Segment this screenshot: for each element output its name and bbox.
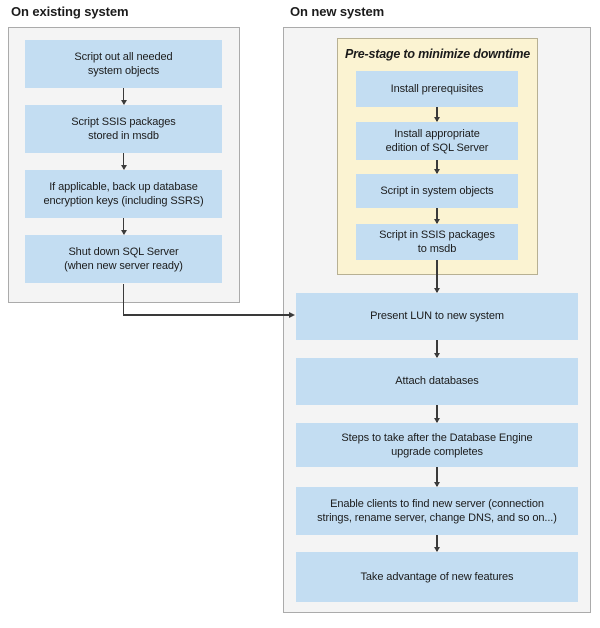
flow-arrow-down-icon (436, 467, 438, 486)
step-enable-clients: Enable clients to find new server (conne… (296, 487, 578, 535)
step-script-in-system-objects: Script in system objects (356, 174, 518, 208)
step-attach-databases: Attach databases (296, 358, 578, 405)
flow-arrow-down-icon (436, 208, 438, 223)
flow-arrow-down-icon (123, 218, 125, 234)
existing-system-header: On existing system (11, 4, 129, 19)
flow-arrow-down-icon (436, 535, 438, 551)
step-backup-encryption-keys: If applicable, back up database encrypti… (25, 170, 222, 218)
flow-arrow-down-icon (123, 88, 125, 104)
prestage-title: Pre-stage to minimize downtime (344, 47, 530, 61)
flow-arrow-down-icon (436, 107, 438, 121)
step-take-advantage-new-features: Take advantage of new features (296, 552, 578, 602)
flow-arrow-down-icon (436, 160, 438, 173)
flow-arrow-right-icon (289, 311, 295, 318)
elbow-connector-horizontal (123, 314, 290, 316)
step-script-ssis-packages: Script SSIS packages stored in msdb (25, 105, 222, 153)
flow-arrow-down-icon (436, 340, 438, 357)
step-install-prerequisites: Install prerequisites (356, 71, 518, 107)
flow-arrow-down-icon (436, 405, 438, 422)
flow-arrow-down-icon (123, 153, 125, 169)
elbow-connector-vertical (123, 284, 125, 315)
step-shut-down-sql-server: Shut down SQL Server (when new server re… (25, 235, 222, 283)
new-system-header: On new system (290, 4, 385, 19)
step-script-out-system-objects: Script out all needed system objects (25, 40, 222, 88)
step-present-lun: Present LUN to new system (296, 293, 578, 340)
flow-arrow-down-icon (436, 260, 438, 292)
step-script-in-ssis-packages: Script in SSIS packages to msdb (356, 224, 518, 260)
step-install-sql-server-edition: Install appropriate edition of SQL Serve… (356, 122, 518, 160)
step-post-upgrade-steps: Steps to take after the Database Engine … (296, 423, 578, 467)
